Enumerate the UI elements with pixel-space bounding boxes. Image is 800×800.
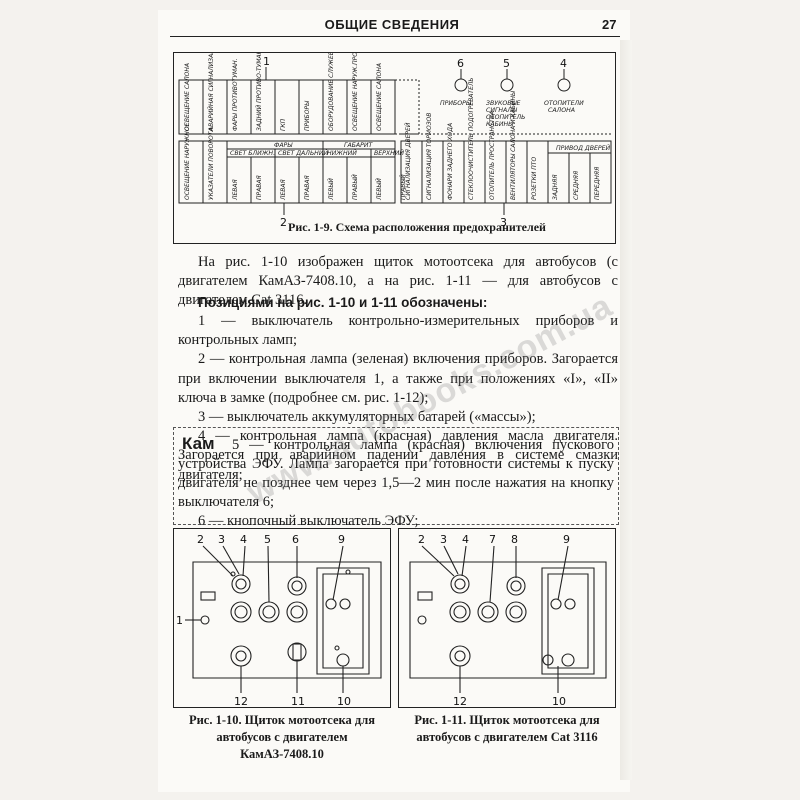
- fuse-cell-label: РОЗЕТКИ ПТО: [531, 157, 538, 200]
- group-privod: ПРИВОД ДВЕРЕЙ: [556, 143, 611, 152]
- fig11-label-12: 12: [453, 695, 467, 708]
- label-4: ОТОПИТЕЛИ: [544, 100, 584, 107]
- fuse-cell-label: ЗАДНЯЯ: [552, 175, 559, 201]
- fig11-label-8: 8: [511, 533, 518, 546]
- fuse-cell-label: ОТОПИТЕЛЬ ПРОСТРАНСТВА: [489, 111, 496, 200]
- fuse-cell-label: ЗАДНИЙ ПРОТИВО-ТУМАННЫЙ ФОНАРЬ: [256, 53, 263, 131]
- label-5b: СИГНАЛЫ: [486, 107, 518, 114]
- figure-frame: [173, 528, 391, 708]
- group-verkh: ВЕРХНИЙ: [374, 148, 404, 157]
- fig10-label-11: 11: [291, 695, 305, 708]
- figure-frame: [398, 528, 616, 708]
- kamaz-tag: Кам: [182, 434, 215, 453]
- kamaz-note-text: 5 — контрольная лампа (красная) включени…: [178, 436, 614, 531]
- fuse-cell-label: ФАРЫ ПРОТИВОТУМАН.: [232, 58, 239, 131]
- fuse-cell-label: ЛЕВАЯ: [280, 179, 287, 201]
- fig11-label-2: 2: [418, 533, 425, 546]
- fuse-cell-label: ОСВЕЩЕНИЕ НАРУЖНОЕ: [184, 123, 191, 200]
- positions-list: 1 — выключатель контрольно-измерительных…: [178, 312, 618, 485]
- kamaz-note-box: [173, 427, 619, 525]
- fuse-cell-label: СРЕДНЯЯ: [573, 171, 580, 200]
- list-item: 6 — кнопочный выключатель ЭФУ;: [198, 513, 419, 529]
- running-header-title: ОБЩИЕ СВЕДЕНИЯ: [324, 17, 460, 32]
- list-item: 1 — выключатель контрольно-измерительных…: [178, 313, 618, 349]
- fig11-label-3: 3: [440, 533, 447, 546]
- fig10-label-1: 1: [176, 614, 183, 627]
- fuse-cell-label: ОБОРУДОВАНИЕ СЛУЖЕБНОЕ: [328, 53, 335, 131]
- label-5: ЗВУКОВЫЕ: [486, 100, 521, 107]
- fig10-label-10: 10: [337, 695, 351, 708]
- fuse-cell-label: СИГНАЛИЗАЦИЯ ДВЕРЕЙ: [405, 122, 412, 200]
- fig10-label-9: 9: [338, 533, 345, 546]
- callout-1: 1: [263, 55, 270, 68]
- figure-1-10-caption: Рис. 1-10. Щиток мотоотсека для автобусо…: [188, 713, 376, 761]
- fuse-cell-label: ЛЕВАЯ: [232, 179, 239, 201]
- callout-5: 5: [503, 57, 510, 70]
- paragraph-intro: На рис. 1-10 изображен щиток мотоотсека …: [178, 254, 618, 308]
- fig11-label-10: 10: [552, 695, 566, 708]
- fuse-cell-label: СИГНАЛИЗАЦИЯ ТОРМОЗОВ: [426, 113, 433, 200]
- fig11-label-9: 9: [563, 533, 570, 546]
- fuse-cell-label: УКАЗАТЕЛИ ПОВОРОТА: [208, 127, 215, 200]
- fuse-cell-label: ПРАВАЯ: [256, 175, 263, 200]
- list-item: 5 — контрольная лампа (красная) включени…: [178, 437, 614, 510]
- label-4b: САЛОНА: [548, 107, 575, 114]
- group-nizhn: НИЖНИЙ: [327, 148, 357, 157]
- fig10-label-6: 6: [292, 533, 299, 546]
- fuse-cell-label: АВАРИЙНАЯ СИГНАЛИЗАЦИЯ: [208, 53, 215, 132]
- fuse-cell-label: ОСВЕЩЕНИЕ САЛОНА: [376, 63, 383, 131]
- fuse-cell-label: ГКП: [280, 118, 287, 131]
- fuse-cell-label: ВЕНТИЛЯТОРЫ САЛОНА И КАБИНЫ: [510, 90, 517, 200]
- fuse-layout-diagram: 1 2 3 4 5 6 ПРИБОРЫ ЗВУКОВЫЕ СИГНАЛЫ ОТО…: [173, 52, 616, 244]
- fig11-label-4: 4: [462, 533, 469, 546]
- fig10-label-3: 3: [218, 533, 225, 546]
- callout-6: 6: [457, 57, 464, 70]
- fuse-cell-label: ЛЕВЫЙ: [376, 178, 383, 201]
- label-5c: ОТОПИТЕЛЬ: [486, 114, 525, 121]
- fuse-cell-label: СТЕКЛООЧИСТИТЕЛЬ ПОДОГРЕВАТЕЛЬ: [468, 78, 475, 201]
- fuse-cell-label: ОСВЕЩЕНИЕ НАРУЖ.ПРОСТРАНСТВА: [352, 53, 359, 131]
- label-6: ПРИБОРЫ: [440, 100, 472, 107]
- group-gabarit: ГАБАРИТ: [344, 142, 374, 149]
- group-fary: ФАРЫ: [274, 142, 293, 149]
- callout-3: 3: [500, 216, 507, 229]
- figure-1-10: 2 3 4 5 6 9 1 12 11 10 Рис. 1-10. Щиток …: [173, 528, 391, 784]
- list-item: 4 — контрольная лампа (красная) давления…: [178, 428, 618, 483]
- group-svet-dal: СВЕТ ДАЛЬНИЙ: [278, 148, 328, 157]
- fig10-label-5: 5: [264, 533, 271, 546]
- page-number: 27: [602, 17, 617, 32]
- callout-2: 2: [280, 216, 287, 229]
- paragraph-positions-heading: Позициями на рис. 1-10 и 1-11 обозначены…: [198, 295, 488, 310]
- list-item: 3 — выключатель аккумуляторных батарей (…: [198, 409, 536, 426]
- label-5d: КАБИНЫ: [486, 121, 514, 128]
- figure-1-9-caption: Рис. 1-9. Схема расположения предохранит…: [288, 220, 546, 234]
- fuse-cell-label: ЛЕВЫЙ: [328, 178, 335, 201]
- list-item: 2 — контрольная лампа (зеленая) включени…: [178, 351, 618, 406]
- figure-1-11-caption: Рис. 1-11. Щиток мотоотсека для автобусо…: [414, 713, 600, 744]
- fig10-label-4: 4: [240, 533, 247, 546]
- fuse-cell-label: ПРАВЫЙ: [352, 174, 359, 200]
- callout-4: 4: [560, 57, 567, 70]
- fig11-label-7: 7: [489, 533, 496, 546]
- fuse-cell-label: ПРАВЫЙ: [400, 174, 407, 200]
- fuse-cell-label: ПРИБОРЫ: [304, 100, 311, 131]
- fuse-cell-label: ПЕРЕДНЯЯ: [594, 167, 601, 200]
- page-edge-shadow: [620, 40, 632, 780]
- group-svet-blizh: СВЕТ БЛИЖН.: [230, 150, 275, 157]
- fuse-cell-label: ОСВЕЩЕНИЕ САЛОНА: [184, 63, 191, 131]
- figure-1-11: 2 3 4 7 8 9 12 10 Рис. 1-11. Щиток мотоо…: [398, 528, 616, 784]
- fuse-cell-label: ФОНАРИ ЗАДНЕГО ХОДА: [447, 123, 454, 200]
- fuse-cell-label: ПРАВАЯ: [304, 175, 311, 200]
- fig10-label-2: 2: [197, 533, 204, 546]
- header-rule: [170, 36, 620, 37]
- fig10-label-12: 12: [234, 695, 248, 708]
